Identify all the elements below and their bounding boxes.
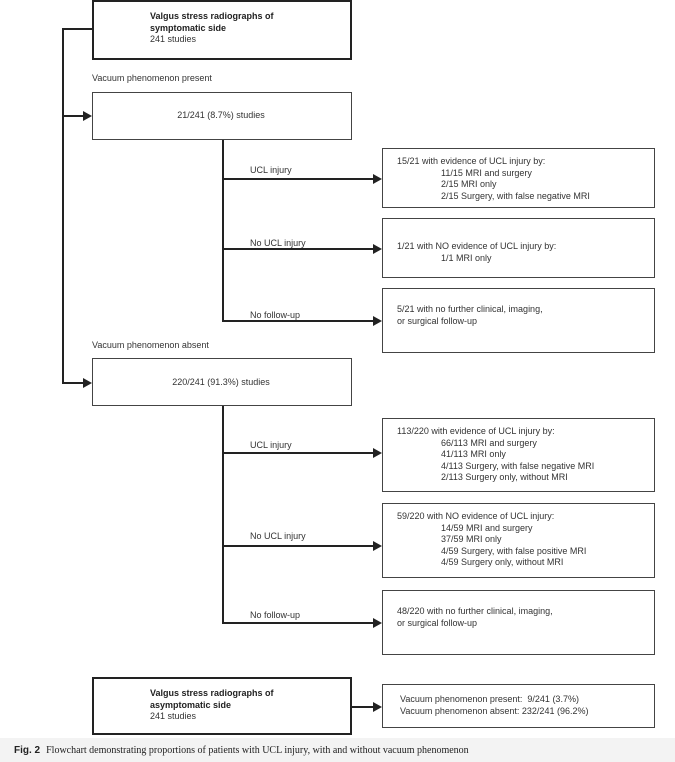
result-absent: Vacuum phenomenon absent: 232/241 (96.2%… — [400, 706, 589, 716]
outcome-heading: 113/220 with evidence of UCL injury by: — [397, 426, 555, 436]
result-present: Vacuum phenomenon present: 9/241 (3.7%) — [400, 694, 579, 704]
symptomatic-title: Valgus stress radiographs of symptomatic… — [150, 11, 274, 33]
absent-box: 220/241 (91.3%) studies — [92, 358, 352, 406]
outcome-item: 37/59 MRI only — [441, 534, 502, 544]
outcome-heading: 48/220 with no further clinical, imaging… — [397, 606, 553, 628]
connector — [62, 115, 84, 117]
branch-label: UCL injury — [250, 165, 292, 175]
outcome-heading: 1/21 with NO evidence of UCL injury by: — [397, 241, 557, 251]
connector — [222, 248, 374, 250]
outcome-item: 11/15 MRI and surgery — [441, 167, 532, 178]
arrow-icon — [83, 111, 92, 121]
absent-count: 220/241 (91.3%) studies — [172, 377, 270, 387]
outcome-item: 4/59 Surgery only, without MRI — [441, 557, 564, 567]
outcome-box: 5/21 with no further clinical, imaging, … — [382, 288, 655, 353]
outcome-item: 4/113 Surgery, with false negative MRI — [441, 460, 595, 471]
arrow-icon — [373, 244, 382, 254]
connector — [222, 320, 374, 322]
outcome-heading: 59/220 with NO evidence of UCL injury: — [397, 511, 555, 521]
absent-label: Vacuum phenomenon absent — [92, 340, 209, 350]
present-box: 21/241 (8.7%) studies — [92, 92, 352, 140]
symptomatic-count: 241 studies — [150, 34, 197, 44]
branch-label: UCL injury — [250, 440, 292, 450]
figure-caption: Fig. 2 Flowchart demonstrating proportion… — [0, 738, 675, 762]
branch-label: No follow-up — [250, 310, 301, 320]
connector — [222, 452, 374, 454]
outcome-box: 59/220 with NO evidence of UCL injury:14… — [382, 503, 655, 578]
asymptomatic-box: Valgus stress radiographs of asymptomati… — [92, 677, 352, 735]
arrow-icon — [373, 174, 382, 184]
outcome-box: 1/21 with NO evidence of UCL injury by:1… — [382, 218, 655, 278]
connector — [62, 28, 92, 30]
caption-text: Flowchart demonstrating proportions of p… — [46, 745, 469, 756]
connector — [222, 140, 224, 321]
present-count: 21/241 (8.7%) studies — [177, 110, 265, 120]
present-label: Vacuum phenomenon present — [92, 73, 212, 83]
outcome-box: 113/220 with evidence of UCL injury by:6… — [382, 418, 655, 492]
arrow-icon — [373, 618, 382, 628]
outcome-item: 2/15 MRI only — [441, 179, 497, 189]
symptomatic-box: Valgus stress radiographs of symptomatic… — [92, 0, 352, 60]
outcome-item: 14/59 MRI and surgery — [441, 522, 533, 533]
outcome-item: 2/15 Surgery, with false negative MRI — [441, 190, 590, 201]
asymptomatic-count: 241 studies — [150, 711, 197, 721]
connector — [222, 178, 374, 180]
outcome-box: 15/21 with evidence of UCL injury by:11/… — [382, 148, 655, 208]
branch-label: No follow-up — [250, 610, 301, 620]
connector — [222, 622, 374, 624]
arrow-icon — [373, 702, 382, 712]
outcome-item: 66/113 MRI and surgery — [441, 437, 537, 448]
arrow-icon — [83, 378, 92, 388]
outcome-heading: 15/21 with evidence of UCL injury by: — [397, 156, 546, 166]
outcome-item: 4/59 Surgery, with false positive MRI — [441, 545, 587, 556]
outcome-heading: 5/21 with no further clinical, imaging, … — [397, 304, 543, 326]
connector — [352, 706, 374, 708]
arrow-icon — [373, 448, 382, 458]
connector — [62, 28, 64, 383]
outcome-item: 41/113 MRI only — [441, 449, 506, 459]
branch-label: No UCL injury — [250, 531, 306, 541]
arrow-icon — [373, 316, 382, 326]
branch-label: No UCL injury — [250, 238, 306, 248]
asymptomatic-title: Valgus stress radiographs of asymptomati… — [150, 688, 274, 710]
arrow-icon — [373, 541, 382, 551]
outcome-box: 48/220 with no further clinical, imaging… — [382, 590, 655, 655]
caption-label: Fig. 2 — [14, 745, 41, 756]
outcome-item: 1/1 MRI only — [441, 252, 492, 263]
outcome-item: 2/113 Surgery only, without MRI — [441, 472, 568, 482]
connector — [62, 382, 84, 384]
connector — [222, 545, 374, 547]
connector — [222, 406, 224, 623]
asymptomatic-result-box: Vacuum phenomenon present: 9/241 (3.7%) … — [382, 684, 655, 728]
